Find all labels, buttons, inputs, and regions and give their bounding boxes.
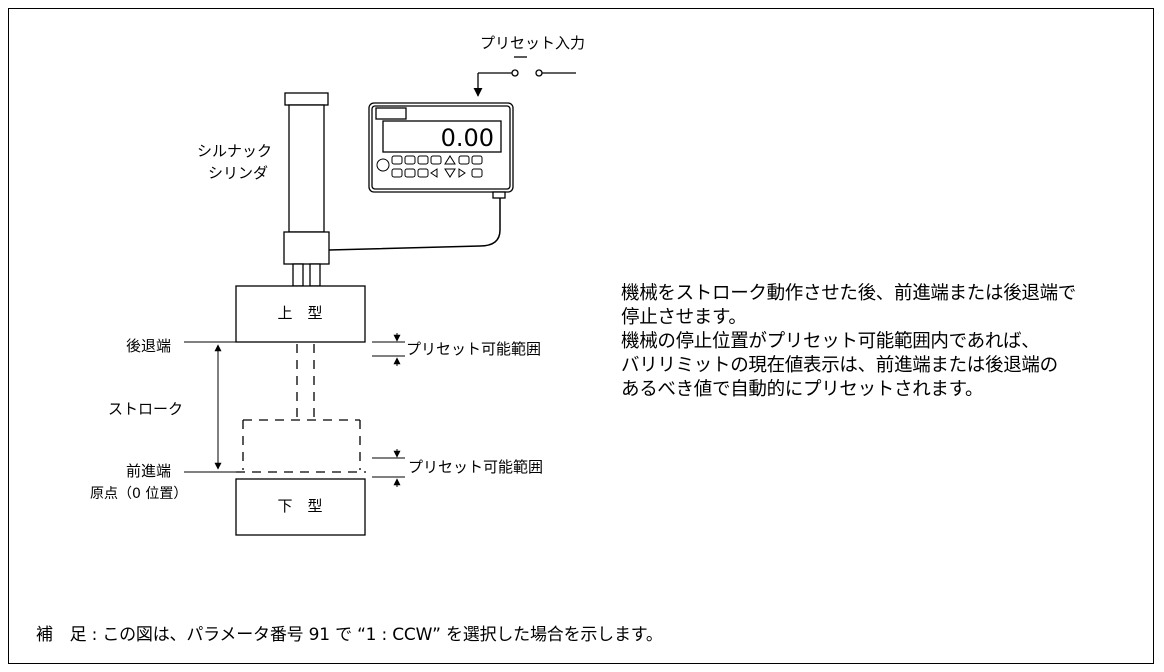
explanation-line-4: バリリミットの現在値表示は、前進端または後退端の	[621, 355, 1058, 376]
explanation-text: 機械をストローク動作させた後、前進端または後退端で 停止させます。 機械の停止位…	[621, 282, 1161, 402]
sirunac-cylinder	[283, 92, 330, 287]
sensor-cable	[328, 198, 501, 251]
display-keypad	[376, 155, 483, 178]
explanation-line-5: あるべき値で自動的にプリセットされます。	[621, 379, 984, 400]
explanation-line-1: 機械をストローク動作させた後、前進端または後退端で	[621, 283, 1077, 304]
supplementary-note: 補 足 : この図は、パラメータ番号 91 で “1 : CCW” を選択した場…	[36, 625, 663, 645]
explanation-line-3: 機械の停止位置がプリセット可能範囲内であれば、	[621, 331, 1040, 352]
preset-range-lower-label: プリセット可能範囲	[408, 458, 543, 476]
display-readout: 0.00	[441, 124, 494, 152]
preset-switch	[473, 56, 576, 97]
preset-range-upper-label: プリセット可能範囲	[406, 340, 541, 358]
explanation-line-2: 停止させます。	[621, 307, 747, 328]
preset-input-label: プリセット入力	[480, 34, 585, 52]
origin-label: 原点（0 位置）	[90, 486, 187, 502]
upper-die-label: 上 型	[277, 304, 322, 322]
stroke-label: ストローク	[108, 400, 183, 418]
preset-range-upper-marker	[372, 333, 405, 366]
cylinder-label-line2: シリンダ	[208, 164, 268, 182]
advanced-position-outline	[236, 344, 366, 473]
cylinder-label-line1: シルナック	[197, 142, 272, 160]
advance-end-label: 前進端	[126, 462, 171, 480]
figure-frame	[8, 8, 1154, 664]
upper-die	[235, 285, 366, 343]
preset-range-lower-marker	[372, 449, 405, 487]
vari-limit-display-unit	[368, 102, 514, 199]
lower-die	[235, 478, 366, 536]
retract-end-label: 後退端	[126, 337, 171, 355]
lower-die-label: 下 型	[277, 497, 322, 515]
